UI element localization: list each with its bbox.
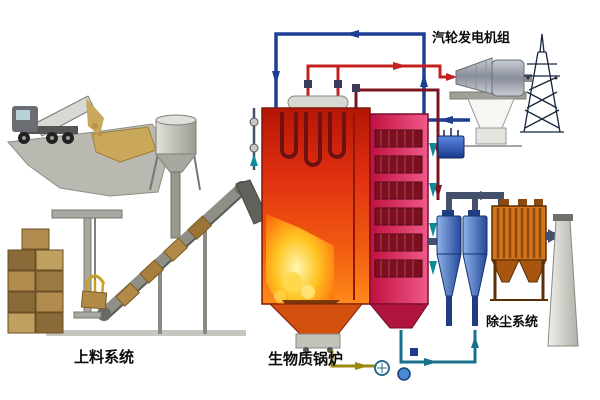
bale	[35, 291, 64, 313]
steam-drum	[287, 95, 349, 110]
silo-drop-pipe	[170, 171, 181, 239]
bale	[35, 312, 64, 334]
superheater-loop	[328, 112, 346, 159]
cyclone-body	[436, 215, 462, 255]
biomass-boiler	[261, 95, 371, 353]
flow-arrow-up	[250, 154, 258, 166]
valve	[410, 348, 418, 356]
bale	[35, 270, 64, 292]
bottom-piping	[330, 330, 479, 381]
bale	[7, 270, 36, 292]
insulator	[526, 76, 530, 80]
condenser	[467, 98, 515, 129]
truck-chassis	[20, 126, 78, 134]
recirculation-pipe	[399, 330, 477, 364]
bale	[35, 249, 64, 271]
bale-stack	[7, 228, 64, 334]
transmission-tower	[520, 33, 564, 133]
pit-material	[91, 126, 157, 163]
flow-arrow-down	[429, 143, 437, 157]
cyclone-cone	[462, 253, 488, 297]
flow-arrow-down	[272, 71, 280, 85]
furnace-flame	[266, 214, 334, 312]
ash-hopper	[268, 303, 364, 335]
flow-arrow-up	[471, 336, 479, 348]
flow-arrow-left	[439, 116, 453, 124]
duct-connector	[428, 238, 438, 245]
gas-header-duct	[446, 192, 504, 199]
silo	[149, 114, 201, 239]
steam-valve	[334, 80, 342, 88]
ash-cart	[295, 333, 341, 349]
steam-turbine	[455, 57, 493, 95]
boiler-backpass	[368, 113, 438, 329]
flow-arrow-left	[345, 30, 359, 38]
turbine-generator-unit	[437, 57, 532, 159]
flow-arrow-right	[424, 358, 438, 366]
superheater-loop	[304, 112, 322, 167]
dust-removal-system	[436, 191, 579, 347]
baghouse-filter	[490, 199, 548, 301]
flow-arrow-down	[434, 185, 442, 199]
generator	[491, 59, 525, 97]
flow-arrow-right	[393, 62, 407, 70]
chimney-cap	[553, 214, 573, 221]
cyclone-body	[462, 215, 488, 255]
insulator	[554, 76, 558, 80]
chimney	[547, 214, 579, 347]
bale-on-belt	[187, 215, 213, 240]
grab-claw	[84, 274, 106, 285]
steam-water-piping	[249, 30, 470, 200]
flow-arrow-up	[420, 73, 428, 87]
grab-crane	[51, 209, 123, 319]
baghouse-hopper	[518, 259, 547, 283]
superheater-loop	[280, 112, 298, 159]
bale	[7, 249, 36, 271]
label-dust-removal: 除尘系统	[486, 314, 538, 329]
cyclone-cone	[436, 253, 462, 297]
flow-arrow-down	[429, 223, 437, 237]
bale-on-belt	[163, 237, 189, 262]
steam-valve	[304, 80, 312, 88]
inclined-conveyor	[97, 181, 249, 334]
valve	[352, 84, 360, 92]
flow-arrow-right	[480, 191, 492, 200]
bale-on-belt	[115, 282, 141, 307]
ground-strip	[46, 330, 246, 336]
baghouse-body	[491, 205, 547, 261]
transformer	[437, 135, 465, 159]
dump-truck	[12, 95, 104, 144]
bale	[7, 312, 36, 334]
flow-arrow-down	[429, 261, 437, 275]
label-feeding-system: 上料系统	[74, 348, 134, 366]
truck-window	[16, 110, 30, 120]
feeding-system	[6, 95, 269, 336]
bale	[21, 228, 50, 250]
truck-load-spill	[86, 98, 104, 136]
bale	[7, 291, 36, 313]
valve-wheel	[249, 143, 259, 153]
valve-wheel	[249, 117, 259, 127]
label-biomass-boiler: 生物质锅炉	[268, 350, 343, 368]
hotwell	[475, 127, 507, 145]
fan	[397, 367, 411, 381]
flow-arrow-right	[355, 362, 369, 370]
bale-on-belt	[139, 259, 165, 284]
silo-cone	[154, 153, 198, 173]
grabbed-bale	[80, 290, 108, 310]
cyclone-separators	[436, 210, 488, 326]
flow-arrow-right	[446, 73, 457, 81]
tube-banks	[374, 129, 423, 278]
backpass-hopper	[368, 303, 429, 329]
label-turbine-unit: 汽轮发电机组	[432, 30, 510, 45]
crane-beam	[51, 209, 123, 219]
flow-arrow-down	[429, 183, 437, 197]
flow-arrow-right	[548, 229, 560, 243]
baghouse-hopper	[491, 259, 520, 283]
